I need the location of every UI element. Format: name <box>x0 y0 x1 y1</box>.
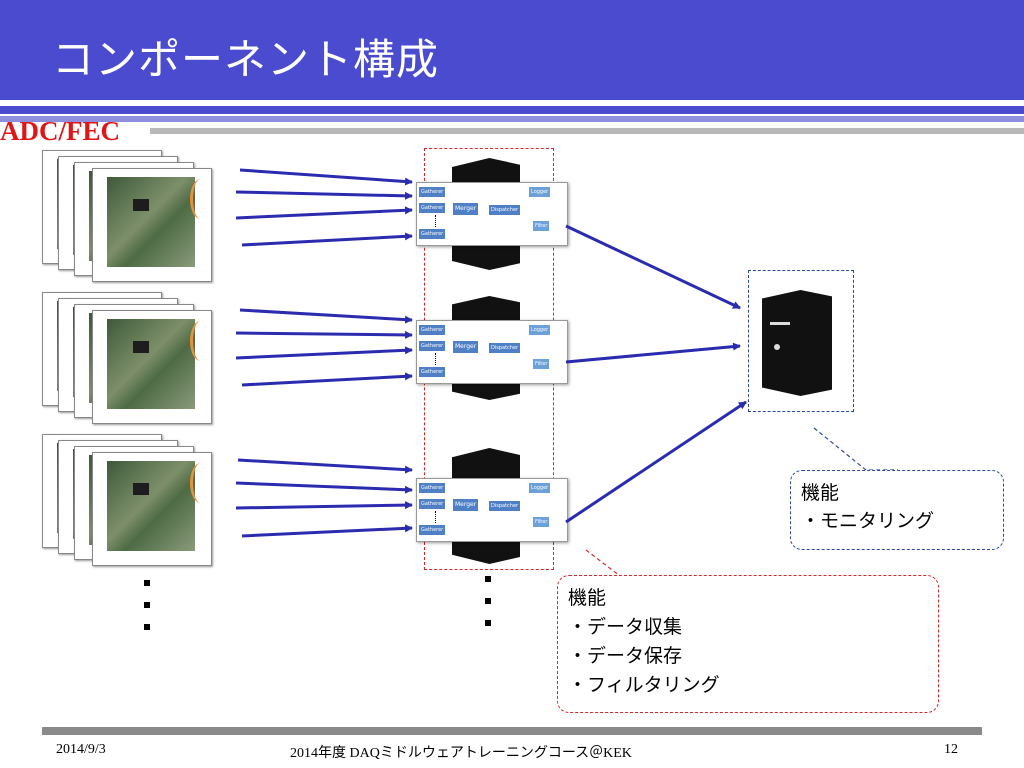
callout-item: ・フィルタリング <box>568 674 720 696</box>
page-title: コンポーネント構成 <box>52 35 440 84</box>
footer-course: 2014年度 DAQミドルウェアトレーニングコース＠KEK <box>290 746 632 761</box>
ellipsis-dots <box>435 215 437 227</box>
title-rule-blue <box>0 106 1024 114</box>
dispatcher-module: Dispatcher <box>489 205 521 215</box>
daq-component-box-3: Gatherer Gatherer Gatherer Merger Dispat… <box>416 478 568 542</box>
daq-callout-pointer <box>585 549 652 577</box>
arrow-board-to-gatherer <box>241 372 413 387</box>
daq-function-callout: 機能 ・データ収集 ・データ保存 ・フィルタリング <box>557 575 939 713</box>
footer-rule <box>42 727 982 735</box>
dispatcher-module: Dispatcher <box>489 343 521 353</box>
monitor-server-slot <box>770 322 790 325</box>
monitor-callout-pointer <box>813 427 898 471</box>
title-rule-light <box>0 116 1024 122</box>
merger-module: Merger <box>453 499 479 511</box>
dispatcher-module: Dispatcher <box>489 501 521 511</box>
ellipsis-dots <box>435 511 437 523</box>
gatherer-module: Gatherer <box>419 325 446 335</box>
gatherer-module: Gatherer <box>419 187 446 197</box>
filter-module: Filter <box>533 517 550 527</box>
title-bar <box>0 0 1024 100</box>
gatherer-module: Gatherer <box>419 483 446 493</box>
gatherer-module: Gatherer <box>419 341 446 351</box>
callout-item: ・モニタリング <box>801 510 935 532</box>
arrow-filter-to-monitor <box>565 224 741 310</box>
title-rule-grey <box>150 128 1024 134</box>
arrow-board-to-gatherer <box>241 232 413 247</box>
board-image <box>92 310 212 424</box>
filter-module: Filter <box>533 221 550 231</box>
arrow-board-to-gatherer <box>235 346 413 360</box>
arrow-board-to-gatherer <box>241 524 413 538</box>
monitor-server-icon <box>762 290 832 396</box>
board-image <box>92 168 212 282</box>
callout-item: ・データ保存 <box>568 645 683 667</box>
daq-component-box-2: Gatherer Gatherer Gatherer Merger Dispat… <box>416 320 568 384</box>
gatherer-module: Gatherer <box>419 367 446 377</box>
arrow-board-to-gatherer <box>239 308 413 324</box>
board-image <box>92 452 212 566</box>
arrow-board-to-gatherer <box>237 458 413 474</box>
filter-module: Filter <box>533 359 550 369</box>
arrow-board-to-gatherer <box>235 330 413 339</box>
ellipsis-bullet <box>485 576 491 582</box>
ellipsis-bullet <box>144 602 150 608</box>
arrow-filter-to-monitor <box>565 342 741 364</box>
logger-module: Logger <box>529 325 551 335</box>
ellipsis-dots <box>435 353 437 365</box>
ellipsis-bullet <box>485 620 491 626</box>
daq-component-box-1: Gatherer Gatherer Gatherer Merger Dispat… <box>416 182 568 246</box>
gatherer-module: Gatherer <box>419 229 446 239</box>
merger-module: Merger <box>453 203 479 215</box>
arrow-board-to-gatherer <box>235 206 413 220</box>
monitor-server-frame <box>748 270 854 412</box>
adc-fec-label: ADC/FEC <box>0 116 120 146</box>
logger-module: Logger <box>529 187 551 197</box>
ellipsis-bullet <box>485 598 491 604</box>
monitor-function-callout: 機能 ・モニタリング <box>790 470 1004 550</box>
arrow-board-to-gatherer <box>235 501 413 510</box>
logger-module: Logger <box>529 483 551 493</box>
arrow-filter-to-monitor <box>565 400 747 524</box>
callout-heading: 機能 <box>568 587 607 609</box>
ellipsis-bullet <box>144 624 150 630</box>
arrow-board-to-gatherer <box>235 190 413 200</box>
footer-date: 2014/9/3 <box>56 742 106 757</box>
monitor-server-power <box>774 344 780 350</box>
gatherer-module: Gatherer <box>419 499 446 509</box>
arrow-board-to-gatherer <box>235 481 413 494</box>
ellipsis-bullet <box>144 580 150 586</box>
gatherer-module: Gatherer <box>419 203 446 213</box>
callout-heading: 機能 <box>801 482 840 504</box>
gatherer-module: Gatherer <box>419 525 446 535</box>
callout-item: ・データ収集 <box>568 616 683 638</box>
arrow-board-to-gatherer <box>239 168 413 186</box>
merger-module: Merger <box>453 341 479 353</box>
page-number: 12 <box>944 742 958 757</box>
